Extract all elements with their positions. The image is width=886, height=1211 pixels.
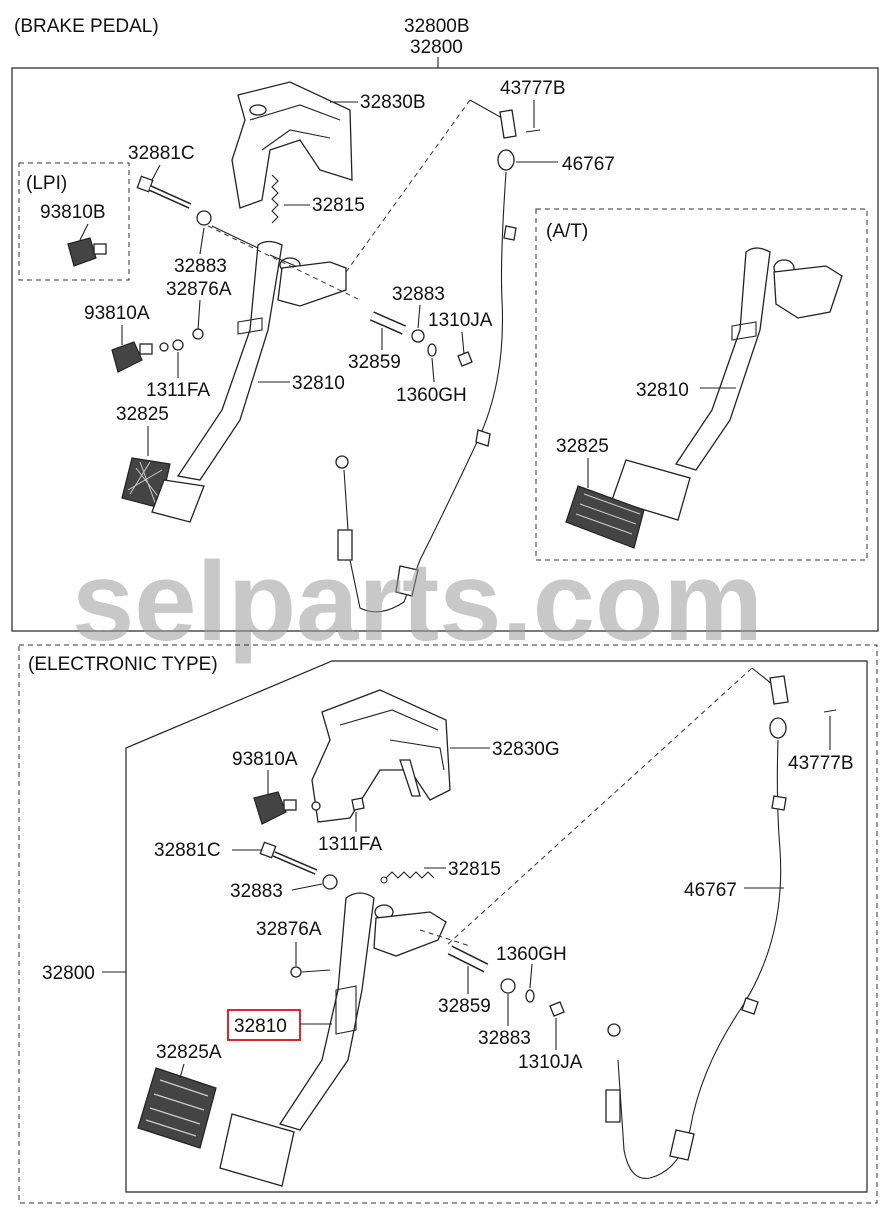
- nut-1311fa-shape: [351, 797, 365, 811]
- label-93810b[interactable]: 93810B: [40, 202, 106, 223]
- section-title-lpi: (LPI): [26, 173, 67, 194]
- sensor-93810a-shape: [111, 339, 184, 373]
- pin-32876a-bottom-shape: [290, 966, 302, 978]
- label-43777b-top[interactable]: 43777B: [500, 78, 566, 99]
- label-93810a-bottom[interactable]: 93810A: [232, 749, 298, 770]
- section-title-electronic: (ELECTRONIC TYPE): [28, 654, 218, 675]
- lpi-box: [18, 162, 130, 281]
- label-32830b[interactable]: 32830B: [360, 92, 426, 113]
- label-32800b[interactable]: 32800B: [404, 16, 470, 37]
- spring-32815-bottom-shape: [380, 871, 435, 884]
- sensor-93810b-shape: [67, 237, 107, 267]
- label-at-32825[interactable]: 32825: [556, 436, 609, 457]
- bushing-32883-bottom-right-shape: [500, 978, 516, 994]
- pin-32859-bottom-shape: [447, 945, 489, 973]
- top-frame: [11, 67, 879, 632]
- label-1311fa-bottom[interactable]: 1311FA: [318, 834, 382, 855]
- washer-1360gh-shape: [427, 343, 437, 357]
- highlight-box-32810: [227, 1009, 301, 1041]
- at-box: [535, 208, 868, 561]
- label-32810-bottom[interactable]: 32810: [234, 1016, 287, 1037]
- label-32883-bottom-right[interactable]: 32883: [478, 1028, 531, 1049]
- label-32881c[interactable]: 32881C: [128, 143, 195, 164]
- pedal-pad-32825-shape: [121, 457, 205, 523]
- at-pedal-arm-shape: [565, 247, 843, 549]
- label-43777b-bottom[interactable]: 43777B: [788, 753, 854, 774]
- bracket-32830b-shape: [231, 81, 353, 209]
- electronic-box: [18, 644, 878, 1204]
- pedal-pad-32825a-shape: [137, 1067, 217, 1149]
- clip-43777b-shape: [525, 129, 541, 133]
- clip-43777b-bottom-shape: [823, 709, 837, 713]
- label-32815-bottom[interactable]: 32815: [448, 859, 501, 880]
- label-32876a[interactable]: 32876A: [166, 279, 232, 300]
- pedal-arm-32810-shape: [176, 240, 347, 481]
- section-title-brake-pedal: (BRAKE PEDAL): [14, 16, 159, 37]
- nut-1310ja-shape: [457, 351, 473, 367]
- label-1311fa-top[interactable]: 1311FA: [146, 380, 210, 401]
- bushing-32883-bottom-shape: [322, 874, 338, 890]
- label-46767-bottom[interactable]: 46767: [684, 880, 737, 901]
- label-32815[interactable]: 32815: [312, 195, 365, 216]
- label-1310ja-bottom[interactable]: 1310JA: [518, 1052, 583, 1073]
- label-1310ja-top[interactable]: 1310JA: [428, 310, 493, 331]
- spring-32815-shape: [271, 174, 279, 224]
- nut-1310ja-bottom-shape: [549, 1001, 565, 1017]
- label-1360gh-top[interactable]: 1360GH: [396, 385, 467, 406]
- label-at-32810[interactable]: 32810: [636, 380, 689, 401]
- label-32883-bottom-left[interactable]: 32883: [230, 881, 283, 902]
- label-32800-bottom[interactable]: 32800: [42, 963, 95, 984]
- label-32859-bottom[interactable]: 32859: [438, 996, 491, 1017]
- watermark: selparts.com: [72, 539, 763, 664]
- label-1360gh-bottom[interactable]: 1360GH: [496, 944, 567, 965]
- section-title-at: (A/T): [546, 221, 588, 242]
- cable-46767-bottom-shape: [605, 675, 789, 1179]
- bracket-32830g-shape: [311, 689, 451, 823]
- pin-32859-shape: [369, 311, 407, 335]
- label-32810-top[interactable]: 32810: [292, 373, 345, 394]
- electronic-inner-frame: [125, 660, 868, 1193]
- label-32859-top[interactable]: 32859: [348, 352, 401, 373]
- bushing-32883-right-shape: [411, 329, 425, 343]
- label-46767-top[interactable]: 46767: [562, 154, 615, 175]
- label-93810a[interactable]: 93810A: [84, 303, 150, 324]
- label-32830g[interactable]: 32830G: [492, 739, 560, 760]
- label-32825a[interactable]: 32825A: [156, 1042, 222, 1063]
- label-32883-left[interactable]: 32883: [174, 256, 227, 277]
- bolt-32881c-shape: [136, 175, 192, 209]
- pin-32876a-shape: [192, 328, 204, 340]
- label-32883-right[interactable]: 32883: [392, 284, 445, 305]
- bushing-32883-shape: [196, 210, 212, 226]
- label-32881c-bottom[interactable]: 32881C: [154, 840, 221, 861]
- bolt-32881c-bottom-shape: [259, 841, 318, 875]
- label-32876a-bottom[interactable]: 32876A: [256, 919, 322, 940]
- label-32800[interactable]: 32800: [410, 37, 463, 58]
- cable-46767-shape: [335, 109, 517, 613]
- label-32825-top[interactable]: 32825: [116, 404, 169, 425]
- pedal-arm-32810-bottom-shape: [219, 892, 447, 1187]
- washer-1360gh-bottom-shape: [525, 989, 535, 1003]
- sensor-93810a-bottom-shape: [253, 791, 297, 825]
